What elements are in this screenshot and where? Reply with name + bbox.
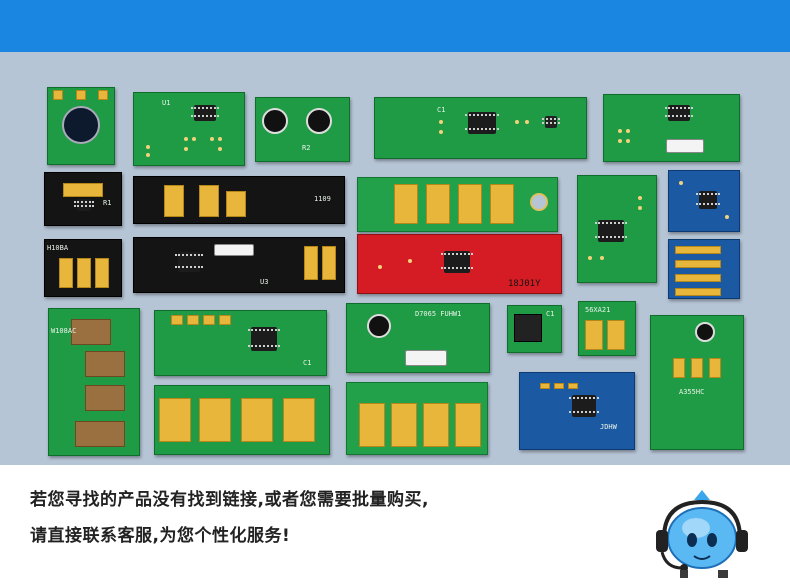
chip-22 bbox=[346, 382, 488, 455]
chip-18: C1 bbox=[507, 305, 562, 353]
top-banner bbox=[0, 0, 790, 52]
chip-gallery: U1 R2 C1 R1 1109 bbox=[0, 52, 790, 465]
chip-11: H10BA bbox=[44, 239, 122, 297]
message-line-2: 请直接联系客服,为您个性化服务! bbox=[30, 526, 291, 546]
chip-19: 56XA21 bbox=[578, 301, 636, 356]
chip-10 bbox=[668, 170, 740, 232]
chip-15: W108AC bbox=[48, 308, 140, 456]
chip-11-label: H10BA bbox=[47, 244, 69, 252]
chip-3: R2 bbox=[255, 97, 350, 162]
chip-13: 18J01Y bbox=[357, 234, 562, 294]
chip-14 bbox=[668, 239, 740, 299]
chip-6: R1 bbox=[44, 172, 122, 226]
chip-7: 1109 bbox=[133, 176, 345, 224]
chip-15-label: W108AC bbox=[51, 327, 77, 335]
chip-20-label: A355HC bbox=[679, 388, 705, 396]
chip-16: C1 bbox=[154, 310, 327, 376]
chip-7-label: 1109 bbox=[314, 195, 331, 203]
message-line-1: 若您寻找的产品没有找到链接,或者您需要批量购买, bbox=[30, 490, 429, 510]
chip-17-label: D7065 FUHW1 bbox=[415, 310, 462, 318]
chip-8 bbox=[357, 177, 558, 232]
customer-service-headset-icon[interactable] bbox=[652, 484, 752, 580]
chip-1 bbox=[47, 87, 115, 165]
chip-19-label: 56XA21 bbox=[585, 306, 611, 314]
chip-5 bbox=[603, 94, 740, 162]
chip-21 bbox=[154, 385, 330, 455]
chip-23: JDHW bbox=[519, 372, 635, 450]
chip-4: C1 bbox=[374, 97, 587, 159]
chip-2: U1 bbox=[133, 92, 245, 166]
contact-message: 若您寻找的产品没有找到链接,或者您需要批量购买, 请直接联系客服,为您个性化服务… bbox=[30, 488, 630, 548]
chip-12: U3 bbox=[133, 237, 345, 293]
chip-17: D7065 FUHW1 bbox=[346, 303, 490, 373]
chip-9 bbox=[577, 175, 657, 283]
chip-23-label: JDHW bbox=[600, 423, 617, 431]
chip-13-label: 18J01Y bbox=[508, 279, 541, 289]
chip-20: A355HC bbox=[650, 315, 744, 450]
